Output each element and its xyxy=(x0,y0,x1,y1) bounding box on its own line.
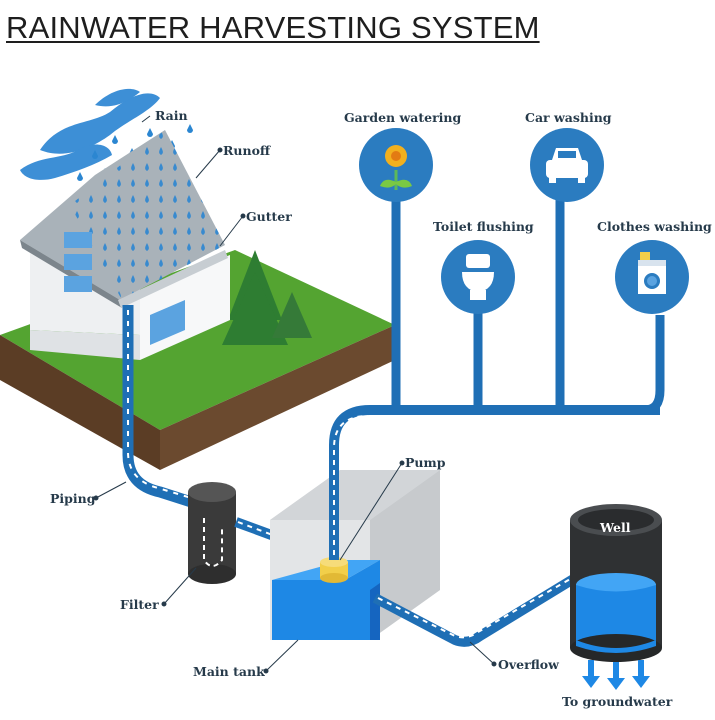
use-car xyxy=(530,128,604,202)
use-garden xyxy=(359,128,433,202)
piping xyxy=(122,305,212,514)
well xyxy=(570,504,662,662)
label-car-washing: Car washing xyxy=(525,110,612,125)
label-main-tank: Main tank xyxy=(193,664,265,679)
label-toilet-flushing: Toilet flushing xyxy=(433,219,534,234)
label-clothes-washing: Clothes washing xyxy=(597,219,712,234)
label-groundwater: To groundwater xyxy=(562,694,673,709)
leader-lines xyxy=(93,115,497,674)
label-gutter: Gutter xyxy=(246,209,292,224)
house xyxy=(20,130,230,360)
tree-icon xyxy=(222,250,312,345)
use-toilet xyxy=(441,240,515,314)
pump-icon xyxy=(320,557,348,583)
label-rain: Rain xyxy=(155,108,188,123)
down-arrow-icon xyxy=(582,660,650,690)
cloud-icon xyxy=(20,88,160,180)
label-well: Well xyxy=(600,520,631,535)
label-garden-watering: Garden watering xyxy=(344,110,462,125)
use-washing-machine xyxy=(615,240,689,314)
label-piping: Piping xyxy=(50,491,96,506)
label-overflow: Overflow xyxy=(498,657,559,672)
distribution-pipes xyxy=(391,200,665,415)
ground-slab xyxy=(0,250,395,470)
page-title: RAINWATER HARVESTING SYSTEM xyxy=(6,10,540,45)
label-filter: Filter xyxy=(120,597,159,612)
label-pump: Pump xyxy=(405,455,446,470)
label-runoff: Runoff xyxy=(223,143,271,158)
overflow-pipe xyxy=(372,573,578,647)
main-tank xyxy=(270,470,440,640)
filter xyxy=(188,482,236,584)
riser-pipe xyxy=(329,405,660,560)
